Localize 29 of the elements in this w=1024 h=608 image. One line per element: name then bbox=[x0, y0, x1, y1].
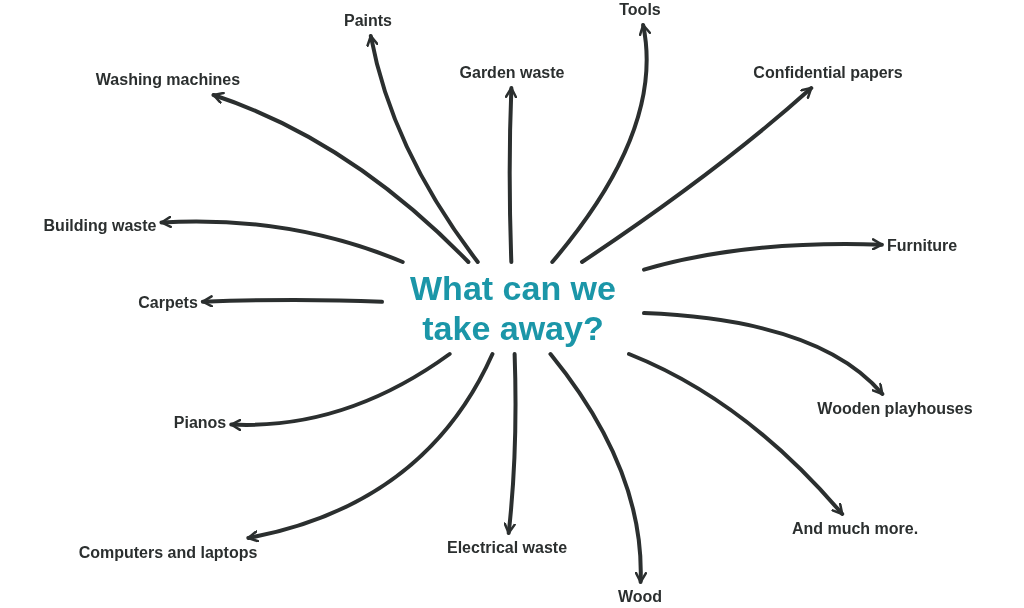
item-label: Computers and laptops bbox=[78, 543, 258, 563]
arrow bbox=[642, 311, 885, 396]
item-label: Wooden playhouses bbox=[817, 399, 973, 419]
arrow bbox=[642, 238, 884, 272]
item-label: Wood bbox=[617, 587, 663, 607]
item-label: Confidential papers bbox=[753, 63, 903, 83]
arrow bbox=[504, 86, 518, 264]
item-label: Electrical waste bbox=[446, 538, 568, 558]
arrow bbox=[200, 295, 384, 308]
arrow bbox=[503, 352, 518, 535]
arrow bbox=[366, 34, 480, 264]
item-label: Garden waste bbox=[459, 63, 565, 83]
item-label: Carpets bbox=[138, 293, 198, 313]
arrow bbox=[627, 352, 845, 516]
item-label: And much more. bbox=[791, 519, 919, 539]
arrow bbox=[211, 92, 471, 264]
arrow bbox=[229, 352, 452, 431]
arrow bbox=[246, 352, 495, 543]
arrow bbox=[580, 86, 814, 264]
item-label: Paints bbox=[344, 11, 392, 31]
item-label: Tools bbox=[619, 0, 661, 20]
item-label: Pianos bbox=[173, 413, 227, 433]
item-label: Washing machines bbox=[95, 70, 241, 90]
arrow bbox=[548, 352, 647, 584]
arrow bbox=[550, 23, 651, 264]
arrow bbox=[159, 215, 405, 264]
central-question: What can we take away? bbox=[388, 268, 638, 348]
item-label: Building waste bbox=[43, 216, 157, 236]
item-label: Furniture bbox=[886, 236, 958, 256]
